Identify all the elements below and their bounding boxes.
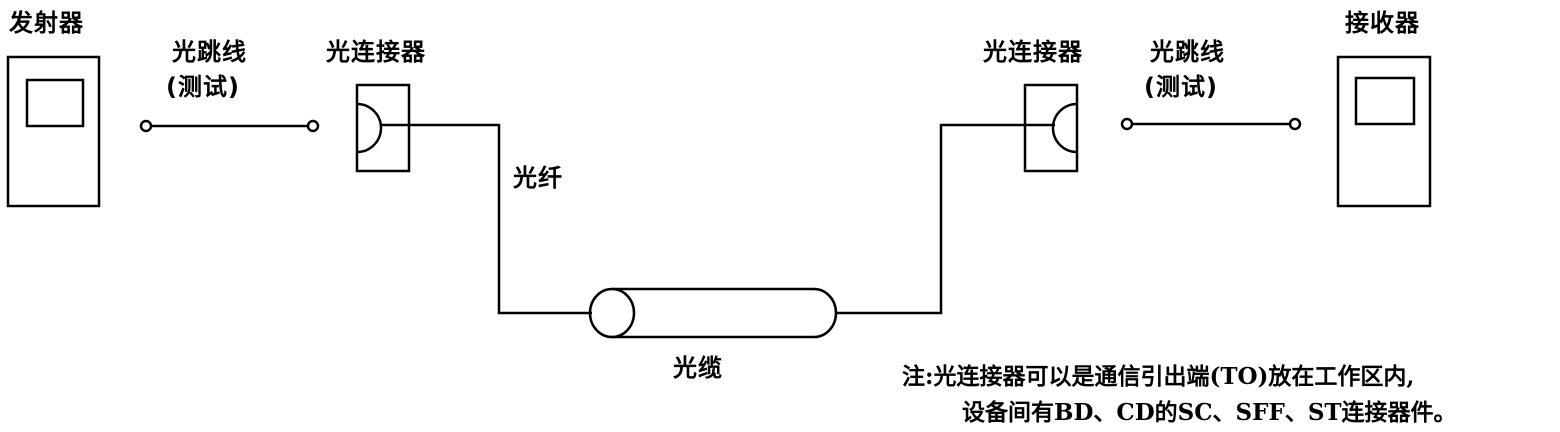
patch-cord-left-end-b [306,119,320,133]
connector-left-body [355,83,411,173]
patch-cord-left-label: 光跳线 [172,38,247,66]
receiver-screen [1354,76,1416,126]
patch-cord-right-label: 光跳线 [1150,38,1225,66]
receiver-device [1336,55,1432,208]
cable-body [612,287,838,339]
note-line-2: 设备间有BD、CD的SC、SFF、ST连接器件。 [962,399,1457,426]
transmitter-screen [25,78,85,128]
note-line-1: 注:光连接器可以是通信引出端(TO)放在工作区内, [902,363,1415,390]
cable-end [588,287,636,339]
transmitter-device [6,55,101,208]
connector-left-receptacle [356,102,383,154]
connector-right-receptacle [1051,102,1078,154]
connector-right-label: 光连接器 [983,38,1083,66]
patch-cord-right-sublabel: (测试) [1144,73,1218,101]
patch-cord-right-end-a [1120,117,1134,131]
fiber-label: 光纤 [513,164,563,192]
connector-left-label: 光连接器 [326,38,426,66]
patch-cord-left-end-a [139,119,153,133]
receiver-label: 接收器 [1345,9,1420,37]
fiber-right [836,123,1055,315]
patch-cord-left-sublabel: (测试) [166,73,240,101]
cable-label: 光缆 [673,354,723,382]
fiber-left [381,123,592,315]
connector-right-body [1023,83,1079,173]
transmitter-label: 发射器 [9,9,84,37]
patch-cord-right-end-b [1288,117,1302,131]
